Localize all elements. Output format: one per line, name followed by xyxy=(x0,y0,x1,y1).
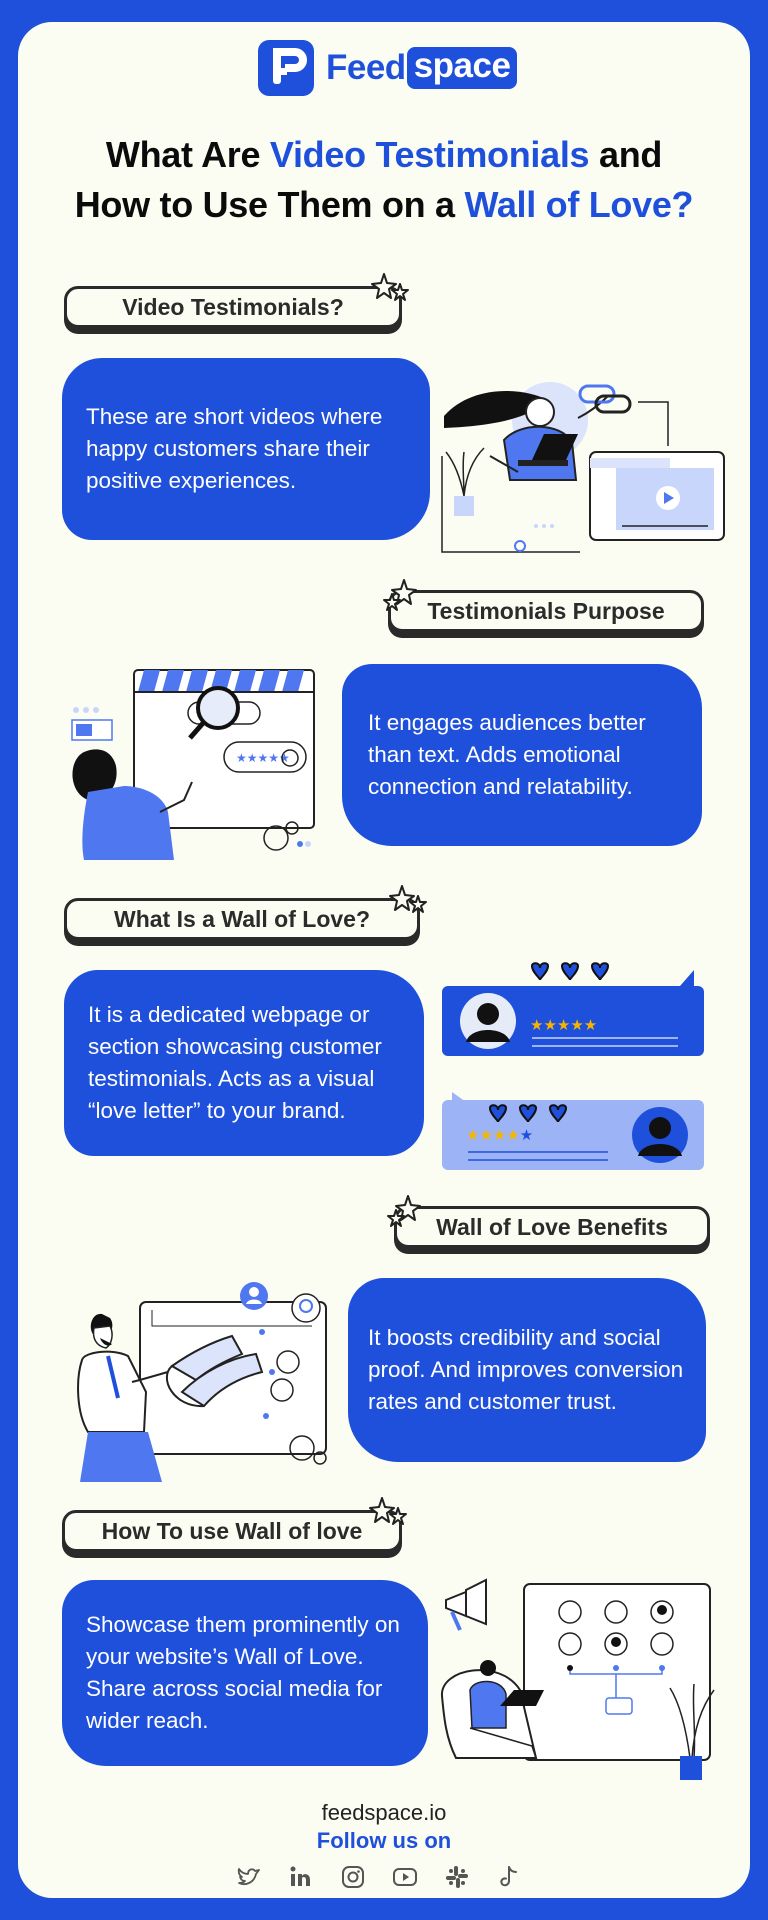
section-title-testimonials-purpose: Testimonials Purpose xyxy=(388,590,704,632)
sparkle-stars-icon xyxy=(387,1195,421,1227)
section-title-how-to-use: How To use Wall of love xyxy=(62,1510,402,1552)
linkedin-icon[interactable] xyxy=(288,1864,314,1890)
sparkle-stars-icon xyxy=(371,273,409,301)
man-magnet-users-illustration xyxy=(77,1282,327,1482)
title-line-1: What Are Video Testimonials and xyxy=(105,134,663,175)
svg-text:★★★★★: ★★★★★ xyxy=(236,751,290,765)
section-text-wall-of-love: It is a dedicated webpage or section sho… xyxy=(64,970,424,1156)
footer-follow-label: Follow us on xyxy=(316,1828,452,1853)
man-laptop-wall-illustration xyxy=(440,1578,715,1780)
instagram-icon[interactable] xyxy=(340,1864,366,1890)
youtube-icon[interactable] xyxy=(392,1864,418,1890)
sparkle-stars-icon xyxy=(389,885,427,913)
section-text-testimonials-purpose: It engages audiences better than text. A… xyxy=(342,664,702,846)
svg-text:★★★★★: ★★★★★ xyxy=(466,1126,533,1144)
footer-website[interactable]: feedspace.io xyxy=(321,1800,447,1825)
twitter-icon[interactable] xyxy=(236,1864,262,1890)
review-card-bottom: ★★★★★ xyxy=(442,1092,704,1170)
svg-text:★★★★★: ★★★★★ xyxy=(530,1016,597,1034)
woman-laptop-video-illustration xyxy=(441,382,725,553)
sparkle-stars-icon xyxy=(369,1497,407,1525)
woman-magnifier-shop-illustration: ★★★★★ xyxy=(71,669,315,860)
slack-icon[interactable] xyxy=(444,1864,470,1890)
page-title: What Are Video Testimonials and How to U… xyxy=(18,130,750,230)
section-text-how-to-use: Showcase them prominently on your websit… xyxy=(62,1580,428,1766)
section-text-video-testimonials: These are short videos where happy custo… xyxy=(62,358,430,540)
social-links xyxy=(236,1864,522,1890)
section-title-wall-of-love: What Is a Wall of Love? xyxy=(64,898,420,940)
section-title-video-testimonials: Video Testimonials? xyxy=(64,286,402,328)
title-line-2: How to Use Them on a Wall of Love? xyxy=(74,184,694,225)
sparkle-stars-icon xyxy=(383,579,417,611)
tiktok-icon[interactable] xyxy=(496,1864,522,1890)
review-card-top: ★★★★★ xyxy=(442,962,704,1056)
section-text-wall-of-love-benefits: It boosts credibility and social proof. … xyxy=(348,1278,706,1462)
feedspace-logo-icon xyxy=(258,40,314,96)
section-title-wall-of-love-benefits: Wall of Love Benefits xyxy=(394,1206,710,1248)
